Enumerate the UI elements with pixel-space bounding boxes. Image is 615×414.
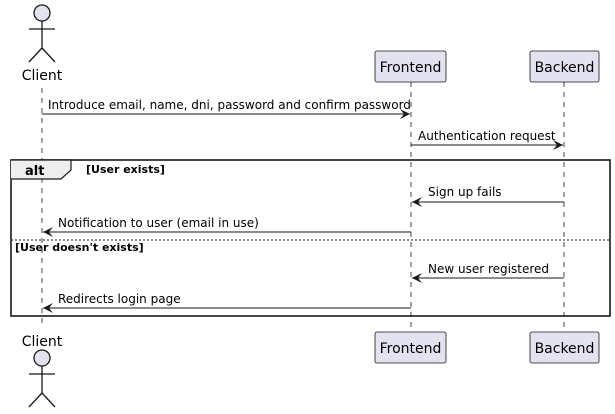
message-5-label: New user registered [428, 262, 549, 276]
frontend-name-top: Frontend [380, 60, 442, 76]
client-name-top: Client [22, 68, 63, 84]
message-6: Redirects login page [43, 292, 411, 313]
message-1-label: Introduce email, name, dni, password and… [48, 98, 411, 112]
frontend-box-bottom: Frontend [374, 331, 447, 364]
alt-guard-2: [User doesn't exists] [15, 241, 144, 254]
message-1: Introduce email, name, dni, password and… [42, 98, 411, 119]
client-actor-bottom: Client [22, 334, 63, 408]
backend-name-bottom: Backend [535, 341, 595, 357]
message-4-label: Notification to user (email in use) [58, 216, 259, 230]
message-2-label: Authentication request [418, 129, 556, 143]
lifelines [41, 82, 565, 332]
message-4: Notification to user (email in use) [43, 216, 411, 237]
message-3-label: Sign up fails [428, 185, 502, 199]
backend-name-top: Backend [535, 60, 595, 76]
message-2: Authentication request [411, 129, 563, 150]
backend-box-top: Backend [529, 50, 600, 83]
message-3: Sign up fails [412, 185, 564, 207]
message-5: New user registered [412, 262, 564, 283]
alt-keyword: alt [25, 164, 44, 179]
alt-tab [11, 159, 72, 180]
alt-fragment: alt [User exists] [User doesn't exists] [10, 159, 611, 317]
alt-frame [10, 159, 611, 317]
client-actor-top: Client [22, 4, 63, 84]
actor-figure-icon [28, 349, 56, 408]
message-6-label: Redirects login page [58, 292, 181, 306]
frontend-box-top: Frontend [374, 50, 447, 83]
alt-guard-1: [User exists] [86, 163, 165, 176]
actor-figure-icon [28, 4, 56, 63]
backend-box-bottom: Backend [529, 331, 600, 364]
client-name-bottom: Client [22, 334, 63, 350]
frontend-name-bottom: Frontend [380, 341, 442, 357]
